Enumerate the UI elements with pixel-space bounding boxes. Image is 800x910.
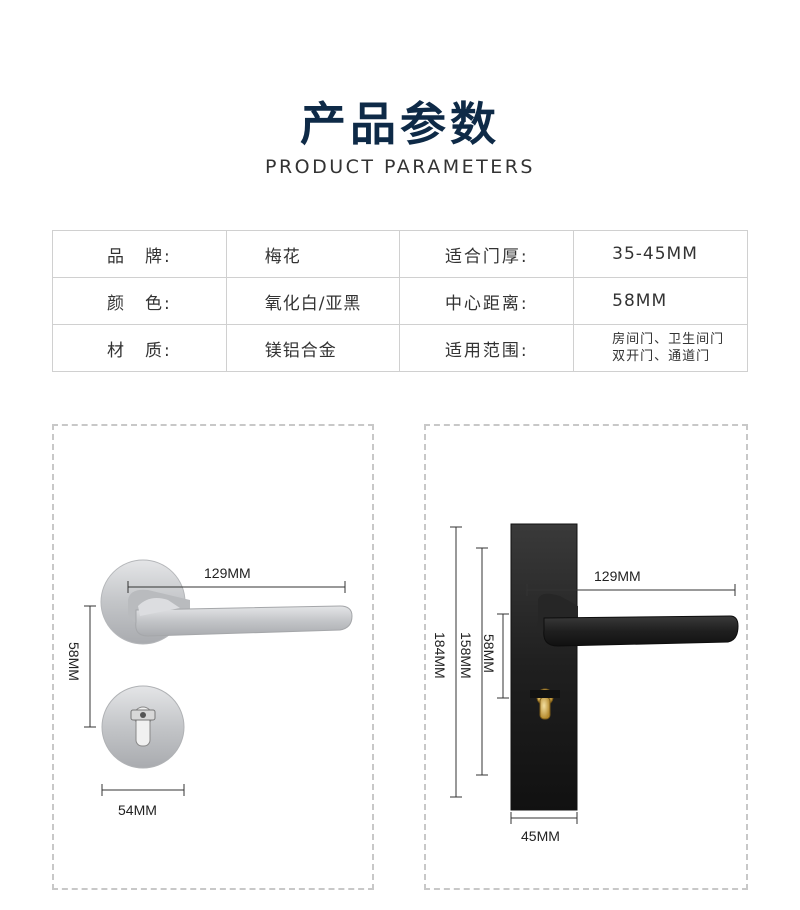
param-value: 梅花 xyxy=(225,230,401,278)
black-handle-image xyxy=(510,523,739,811)
dim-label-diameter: 54MM xyxy=(118,802,157,818)
silver-handle-image xyxy=(100,559,353,645)
table-row: 材 质: 镁铝合金 适用范围: 房间门、卫生间门 双开门、通道门 xyxy=(52,324,748,372)
param-label: 中心距离: xyxy=(399,277,575,325)
table-row: 品 牌: 梅花 适合门厚: 35-45MM xyxy=(52,230,748,278)
page-title: 产品参数 xyxy=(300,97,500,151)
black-handle-panel xyxy=(424,424,748,890)
param-label: 颜 色: xyxy=(52,277,227,325)
dim-label-width: 45MM xyxy=(521,828,560,844)
table-row: 颜 色: 氧化白/亚黑 中心距离: 58MM xyxy=(52,277,748,325)
dim-label-length: 129MM xyxy=(204,565,251,581)
param-label: 适用范围: xyxy=(399,324,575,372)
param-value: 镁铝合金 xyxy=(225,324,401,372)
param-value-line: 房间门、卫生间门 xyxy=(612,332,725,347)
silver-handle-panel xyxy=(52,424,374,890)
dim-label-center: 58MM xyxy=(66,642,82,681)
param-value-line: 双开门、通道门 xyxy=(612,349,711,364)
dim-label-total: 184MM xyxy=(432,632,448,679)
dim-label-length: 129MM xyxy=(594,568,641,584)
right-dimension-lines xyxy=(450,526,736,824)
dim-label-center: 58MM xyxy=(481,634,497,673)
page-subtitle: PRODUCT PARAMETERS xyxy=(264,156,535,178)
silver-lock-escutcheon xyxy=(101,685,185,769)
params-table: 品 牌: 梅花 适合门厚: 35-45MM 颜 色: 氧化白/亚黑 中心距离: … xyxy=(52,230,748,372)
param-value: 35-45MM xyxy=(573,230,748,278)
left-dimension-lines xyxy=(84,581,346,796)
param-label: 材 质: xyxy=(52,324,227,372)
param-value: 氧化白/亚黑 xyxy=(225,277,401,325)
param-value-multiline: 房间门、卫生间门 双开门、通道门 xyxy=(573,324,748,372)
dim-label-plate: 158MM xyxy=(458,632,474,679)
